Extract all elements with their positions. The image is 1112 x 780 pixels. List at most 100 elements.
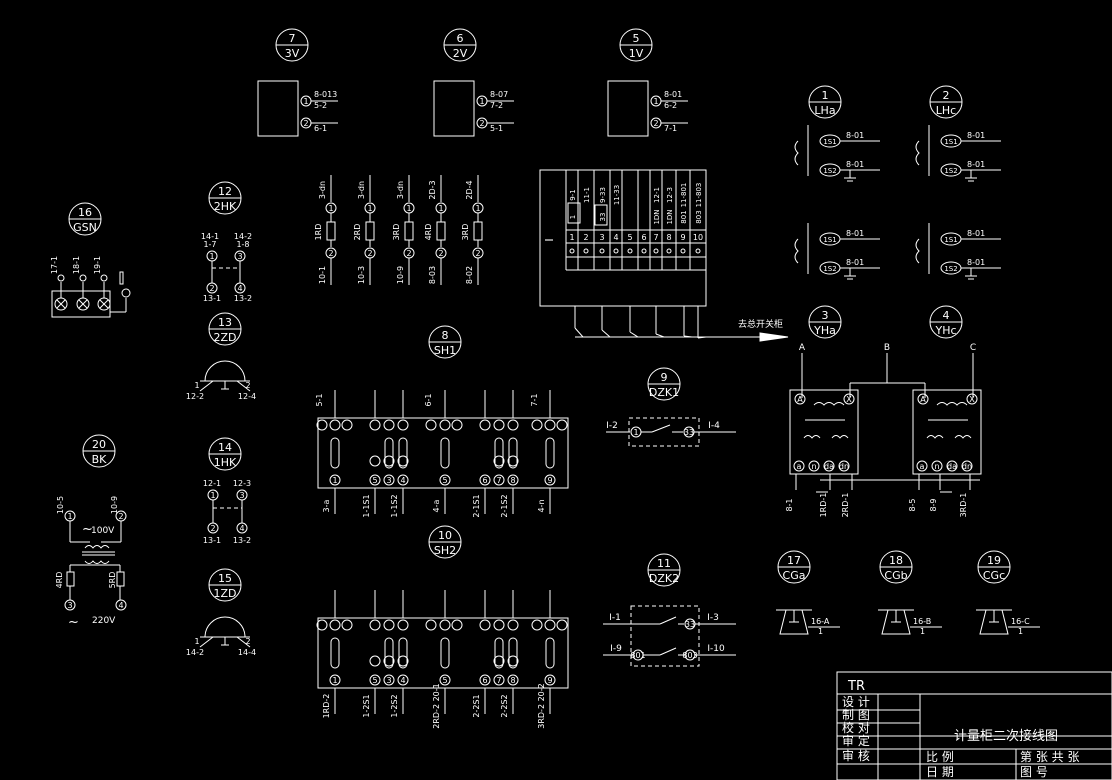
terminal-mid-9: 803 <box>695 210 703 223</box>
sh1-link-6 <box>545 437 555 469</box>
vt-YHc-badge-code: YHc <box>934 324 956 337</box>
vt-box-1 <box>912 389 982 475</box>
fuse-0-bot: 10-1 <box>318 266 327 284</box>
terminal-mid-6: 1DN <box>653 209 661 224</box>
sh2-bot-4-num: 5 <box>442 676 447 685</box>
fuse-1-top: 3-dn <box>357 181 366 199</box>
sh2-botlbl-5: 2-2S2 <box>500 694 509 717</box>
bk-fuse-r <box>116 571 125 587</box>
sh1-badge-number: 8 <box>442 329 449 342</box>
vt-bottom-0: 8-1 <box>785 498 794 511</box>
sh1-top-1 <box>329 419 341 431</box>
terminal-num-7: 8 <box>666 233 671 242</box>
sh1-ring <box>383 455 395 467</box>
sh2-ring <box>397 655 409 667</box>
lamp-2ZD-dome <box>204 360 246 382</box>
sh2-ring <box>507 655 519 667</box>
sh2-bot-1-num: 5 <box>372 676 377 685</box>
meter-5-lbl3: 7-1 <box>664 124 677 133</box>
sh1-botlbl-3: 4-a <box>432 499 441 512</box>
sh1-link-2 <box>398 437 408 469</box>
vt-1-X-num: X <box>969 395 975 404</box>
lamp-2ZD-badge-code: 2ZD <box>213 331 236 344</box>
sw-1HK-c1-num: 1 <box>210 491 215 500</box>
cg-CGc-sub: 1 <box>1018 627 1023 636</box>
wire <box>236 380 251 392</box>
titleblock-logo: TR <box>847 679 865 694</box>
vt-YHa-badge-number: 3 <box>822 309 829 322</box>
wire <box>99 299 109 309</box>
lamp-1ZD-badge-code: 1ZD <box>213 587 236 600</box>
fuse-0-t1-num: 1 <box>328 204 333 213</box>
vt-1-A <box>917 393 929 405</box>
cg-CGa-badge-number: 17 <box>787 554 801 567</box>
sh2-bot-6 <box>493 674 505 686</box>
sh1-ring <box>397 455 409 467</box>
vt-0-a <box>793 460 805 472</box>
sh1-bot-4 <box>439 474 451 486</box>
titleblock-frame <box>836 671 1112 780</box>
terminal-mid-8: 801 <box>680 210 688 223</box>
fuse-4-body <box>473 221 483 241</box>
cg-CGb-badge-number: 18 <box>889 554 903 567</box>
dzk1-t33-num: 33 <box>684 428 694 437</box>
sh1-bot-0-num: 1 <box>332 476 337 485</box>
fuse-0-top: 3-dn <box>318 181 327 199</box>
sh1-top-10 <box>493 419 505 431</box>
vt-0-dn-num: dn <box>839 462 849 471</box>
dzk1-left: I-2 <box>606 421 618 431</box>
sh1-link-1 <box>384 437 394 469</box>
sh1-toplbl-0: 5-1 <box>315 393 324 406</box>
sh2-botlbl-2: 1-2S2 <box>390 694 399 717</box>
vt-0-da <box>823 460 835 472</box>
vt-bottom-5: 3RD-1 <box>959 493 968 518</box>
sh2-bot-7 <box>507 674 519 686</box>
terminal-num-3: 4 <box>613 233 618 242</box>
vt-0-n <box>808 460 820 472</box>
phase-A: A <box>799 343 806 353</box>
sh2-link-3 <box>440 637 450 669</box>
sw-2HK-t2: 14-2 <box>234 232 252 241</box>
sh1-bot-5-num: 6 <box>482 476 487 485</box>
meter-6-term2-num: 2 <box>479 119 484 128</box>
sh2-top-7 <box>439 619 451 631</box>
sh1-bot-7-num: 8 <box>510 476 515 485</box>
sh2-bot-4 <box>439 674 451 686</box>
cg-CGa-label: 16-A <box>811 617 830 626</box>
to-main-label: 去总开关柜 <box>738 318 783 330</box>
wire <box>199 636 214 648</box>
vt-bottom-2: 2RD-1 <box>841 493 850 518</box>
bk-t1-num: 1 <box>67 512 72 521</box>
terminal-dot <box>680 248 686 254</box>
cg-CGa-badge-code: CGa <box>783 569 806 582</box>
vt-1-a-num: a <box>920 462 925 471</box>
vt-1-dn <box>961 460 973 472</box>
titleblock-row-4: 审 核 <box>842 748 870 763</box>
sh1-ring <box>493 455 505 467</box>
vt-0-X-num: X <box>846 395 852 404</box>
vt-0-X <box>843 393 855 405</box>
phase-C: C <box>970 343 976 353</box>
sh2-botlbl-6: 3RD-2 20-2 <box>537 683 546 728</box>
terminal-mid-2: 33 <box>599 213 607 222</box>
vt-1-a <box>916 460 928 472</box>
sh1-botlbl-4: 2-1S1 <box>472 494 481 517</box>
dzk2-t803-num: 803 <box>682 651 697 660</box>
bk-v1: 100V <box>91 526 115 536</box>
bk-v2: 220V <box>92 616 116 626</box>
fuse-1-t2-num: 2 <box>367 249 372 258</box>
meter-5-box <box>607 80 649 137</box>
sh1-bot-8 <box>544 474 556 486</box>
sh1-ring <box>507 455 519 467</box>
cg-CGb-label: 16-B <box>913 617 931 626</box>
bk-t3-num: 3 <box>67 601 72 610</box>
ct-lbl-1s2: 1S2 <box>823 167 836 175</box>
sh1-toplbl-1: 6-1 <box>424 393 433 406</box>
sh1-top-9 <box>479 419 491 431</box>
sh2-top-0 <box>316 619 328 631</box>
lamp-1ZD-badge-number: 15 <box>218 572 232 585</box>
gsn-badge-code: GSN <box>73 221 97 234</box>
lamp-1ZD-right: 14-4 <box>238 648 256 657</box>
sh1-top-3 <box>369 419 381 431</box>
terminal-top-3: 11-33 <box>613 185 621 205</box>
